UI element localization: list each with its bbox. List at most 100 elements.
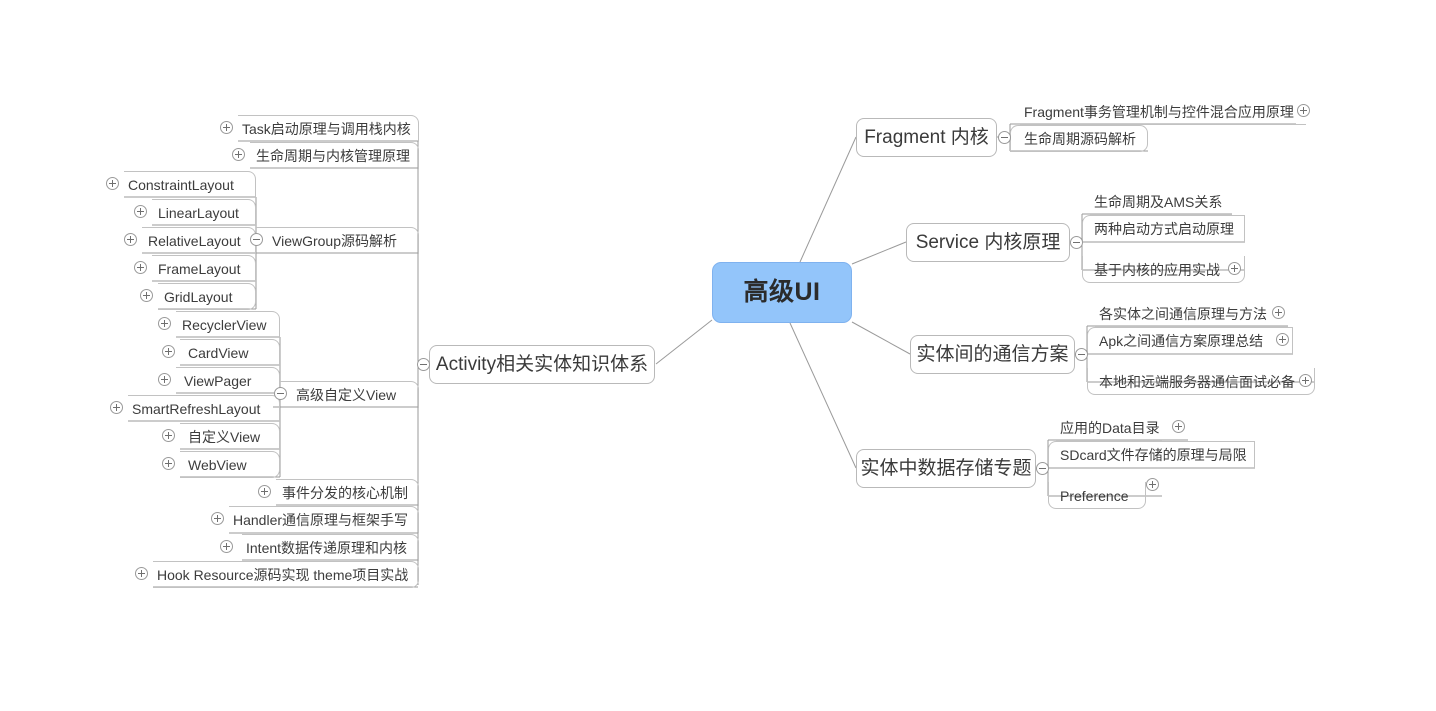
- leaf-viewgroup-relativelayout[interactable]: RelativeLayout: [142, 227, 256, 254]
- toggle-activity-handler-expand-icon[interactable]: [211, 512, 224, 525]
- leaf-storage-datadir-label: 应用的Data目录: [1060, 419, 1160, 436]
- toggle-cardview-expand-icon[interactable]: [162, 345, 175, 358]
- leaf-communication-remote-label: 本地和远端服务器通信面试必备: [1099, 373, 1295, 390]
- leaf-viewgroup-linearlayout-label: LinearLayout: [158, 204, 239, 221]
- leaf-storage-sdcard[interactable]: SDcard文件存储的原理与局限: [1048, 441, 1255, 468]
- toggle-storage-datadir-expand-icon[interactable]: [1172, 420, 1185, 433]
- leaf-storage-sdcard-label: SDcard文件存储的原理与局限: [1060, 446, 1247, 463]
- toggle-webview-expand-icon[interactable]: [162, 457, 175, 470]
- leaf-activity-lifecycle-label: 生命周期与内核管理原理: [256, 147, 410, 164]
- leaf-activity-intent-label: Intent数据传递原理和内核: [246, 539, 408, 556]
- toggle-storage-preference-expand-icon[interactable]: [1146, 478, 1159, 491]
- node-activity[interactable]: Activity相关实体知识体系: [429, 345, 655, 384]
- toggle-customview-collapse-icon[interactable]: [274, 387, 287, 400]
- leaf-customview-customview-label: 自定义View: [188, 428, 261, 445]
- leaf-communication-entities[interactable]: 各实体之间通信原理与方法: [1087, 300, 1288, 327]
- toggle-fragment-collapse-icon[interactable]: [998, 131, 1011, 144]
- toggle-activity-collapse-icon[interactable]: [417, 358, 430, 371]
- leaf-viewgroup-framelayout[interactable]: FrameLayout: [152, 255, 256, 282]
- leaf-activity-task[interactable]: Task启动原理与调用栈内核: [238, 115, 419, 142]
- wire-root-communication: [851, 321, 911, 355]
- toggle-service-practice-expand-icon[interactable]: [1228, 262, 1241, 275]
- leaf-viewgroup-gridlayout-label: GridLayout: [164, 288, 233, 305]
- leaf-storage-datadir-underline: [1056, 440, 1162, 441]
- toggle-relativelayout-expand-icon[interactable]: [124, 233, 137, 246]
- toggle-communication-collapse-icon[interactable]: [1075, 348, 1088, 361]
- leaf-service-startmodes-label: 两种启动方式启动原理: [1094, 220, 1234, 237]
- leaf-communication-remote[interactable]: 本地和远端服务器通信面试必备: [1087, 368, 1315, 395]
- leaf-activity-eventdispatch[interactable]: 事件分发的核心机制: [276, 479, 419, 506]
- leaf-activity-lifecycle[interactable]: 生命周期与内核管理原理: [250, 142, 419, 169]
- leaf-viewgroup-constraintlayout[interactable]: ConstraintLayout: [124, 171, 256, 198]
- root-node[interactable]: 高级UI: [712, 262, 852, 323]
- leaf-activity-intent[interactable]: Intent数据传递原理和内核: [242, 534, 419, 561]
- leaf-storage-preference[interactable]: Preference: [1048, 482, 1146, 509]
- toggle-activity-hookresource-expand-icon[interactable]: [135, 567, 148, 580]
- node-storage[interactable]: 实体中数据存储专题: [856, 449, 1036, 488]
- toggle-viewgroup-collapse-icon[interactable]: [250, 233, 263, 246]
- leaf-viewgroup-gridlayout[interactable]: GridLayout: [158, 283, 256, 310]
- leaf-customview-cardview-label: CardView: [188, 344, 249, 361]
- leaf-customview-viewpager[interactable]: ViewPager: [176, 367, 280, 394]
- toggle-linearlayout-expand-icon[interactable]: [134, 205, 147, 218]
- leaf-customview-smartrefreshlayout[interactable]: SmartRefreshLayout: [128, 395, 280, 422]
- leaf-activity-hookresource[interactable]: Hook Resource源码实现 theme项目实战: [153, 561, 419, 588]
- node-communication[interactable]: 实体间的通信方案: [910, 335, 1075, 374]
- toggle-communication-entities-expand-icon[interactable]: [1272, 306, 1285, 319]
- wire-root-activity: [655, 319, 713, 365]
- leaf-activity-eventdispatch-label: 事件分发的核心机制: [282, 484, 408, 501]
- leaf-storage-datadir[interactable]: 应用的Data目录: [1048, 414, 1162, 441]
- node-service[interactable]: Service 内核原理: [906, 223, 1070, 262]
- leaf-customview-customview[interactable]: 自定义View: [180, 423, 280, 450]
- node-fragment-label: Fragment 内核: [864, 127, 989, 148]
- toggle-activity-lifecycle-expand-icon[interactable]: [232, 148, 245, 161]
- leaf-service-practice[interactable]: 基于内核的应用实战: [1082, 256, 1245, 283]
- root-node-label: 高级UI: [743, 278, 821, 306]
- leaf-communication-entities-label: 各实体之间通信原理与方法: [1099, 305, 1267, 322]
- leaf-customview-webview-label: WebView: [188, 456, 247, 473]
- leaf-communication-apk[interactable]: Apk之间通信方案原理总结: [1087, 327, 1293, 354]
- leaf-service-practice-label: 基于内核的应用实战: [1094, 261, 1220, 278]
- leaf-service-amslifecycle[interactable]: 生命周期及AMS关系: [1082, 188, 1232, 215]
- leaf-customview-cardview[interactable]: CardView: [180, 339, 280, 366]
- leaf-customview-recyclerview[interactable]: RecyclerView: [176, 311, 280, 338]
- leaf-activity-handler[interactable]: Handler通信原理与框架手写: [229, 506, 419, 533]
- toggle-gridlayout-expand-icon[interactable]: [140, 289, 153, 302]
- leaf-viewgroup-constraintlayout-label: ConstraintLayout: [128, 176, 234, 193]
- leaf-customview-smartrefreshlayout-label: SmartRefreshLayout: [132, 400, 261, 417]
- leaf-activity-handler-label: Handler通信原理与框架手写: [233, 511, 409, 528]
- leaf-viewgroup-linearlayout[interactable]: LinearLayout: [152, 199, 256, 226]
- leaf-fragment-transaction-label: Fragment事务管理机制与控件混合应用原理: [1024, 103, 1294, 120]
- toggle-smartrefreshlayout-expand-icon[interactable]: [110, 401, 123, 414]
- toggle-viewpager-expand-icon[interactable]: [158, 373, 171, 386]
- leaf-customview-webview[interactable]: WebView: [180, 451, 280, 478]
- leaf-storage-preference-label: Preference: [1060, 487, 1129, 504]
- toggle-activity-task-expand-icon[interactable]: [220, 121, 233, 134]
- toggle-communication-apk-expand-icon[interactable]: [1276, 333, 1289, 346]
- toggle-customview-item-expand-icon[interactable]: [162, 429, 175, 442]
- leaf-fragment-transaction-underline: [1020, 124, 1306, 125]
- toggle-activity-eventdispatch-expand-icon[interactable]: [258, 485, 271, 498]
- leaf-viewgroup-relativelayout-label: RelativeLayout: [148, 232, 241, 249]
- toggle-communication-remote-expand-icon[interactable]: [1299, 374, 1312, 387]
- node-fragment[interactable]: Fragment 内核: [856, 118, 997, 157]
- toggle-constraintlayout-expand-icon[interactable]: [106, 177, 119, 190]
- leaf-activity-customview[interactable]: 高级自定义View: [280, 381, 419, 408]
- leaf-activity-viewgroup[interactable]: ViewGroup源码解析: [256, 227, 419, 254]
- leaf-fragment-transaction[interactable]: Fragment事务管理机制与控件混合应用原理: [1010, 98, 1306, 125]
- leaf-service-startmodes[interactable]: 两种启动方式启动原理: [1082, 215, 1245, 242]
- toggle-service-collapse-icon[interactable]: [1070, 236, 1083, 249]
- node-service-label: Service 内核原理: [915, 232, 1061, 253]
- toggle-activity-intent-expand-icon[interactable]: [220, 540, 233, 553]
- leaf-activity-hookresource-label: Hook Resource源码实现 theme项目实战: [157, 566, 409, 583]
- leaf-service-amslifecycle-underline: [1090, 214, 1232, 215]
- leaf-activity-task-label: Task启动原理与调用栈内核: [242, 120, 411, 137]
- toggle-framelayout-expand-icon[interactable]: [134, 261, 147, 274]
- toggle-recyclerview-expand-icon[interactable]: [158, 317, 171, 330]
- toggle-storage-collapse-icon[interactable]: [1036, 462, 1049, 475]
- leaf-fragment-lifecycle-label: 生命周期源码解析: [1024, 130, 1136, 147]
- leaf-fragment-lifecycle[interactable]: 生命周期源码解析: [1010, 125, 1148, 152]
- toggle-fragment-transaction-expand-icon[interactable]: [1297, 104, 1310, 117]
- leaf-service-amslifecycle-label: 生命周期及AMS关系: [1094, 193, 1223, 210]
